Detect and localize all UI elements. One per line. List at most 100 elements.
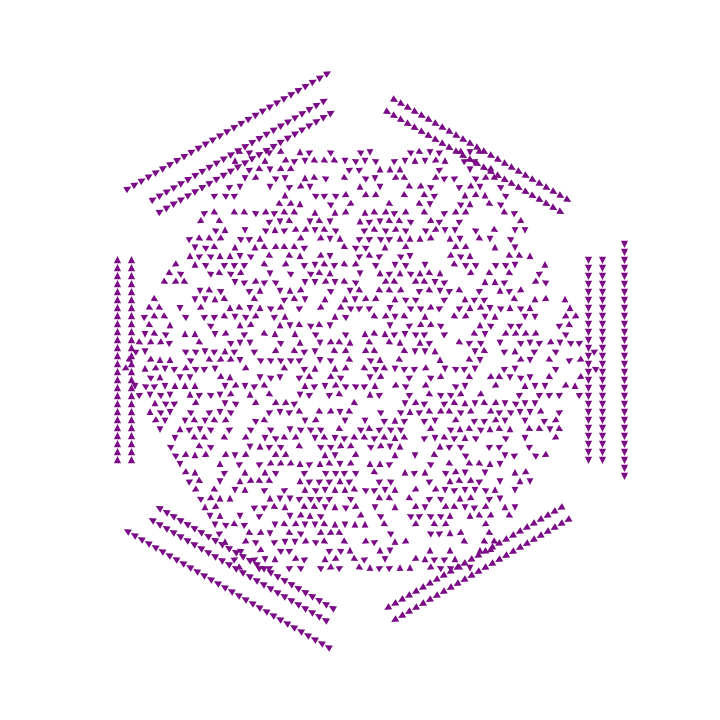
triangle-tile [161,365,169,373]
triangle-tile [411,277,420,284]
triangle-tile [326,322,334,330]
triangle-tile [521,329,530,336]
triangle-tile [211,502,220,510]
triangle-tile [221,400,229,407]
triangle-tile [256,358,265,365]
triangle-tile [255,165,264,172]
triangle-tile [360,228,369,235]
triangle-tile [137,178,146,186]
triangle-tile [127,272,136,280]
triangle-tile [231,401,240,408]
triangle-tile [556,339,564,347]
triangle-tile [260,381,269,388]
triangle-tile [360,384,369,391]
triangle-tile [412,603,420,610]
triangle-tile [370,329,379,336]
triangle-tile [275,199,284,206]
triangle-tile [545,355,554,362]
triangle-tile [406,408,414,415]
triangle-tile [346,496,355,503]
triangle-tile [261,468,269,476]
triangle-tile [381,228,390,235]
triangle-tile [361,537,370,544]
triangle-tile [551,349,560,356]
triangle-tile [320,520,329,527]
triangle-tile [273,573,282,581]
triangle-tile [526,478,534,485]
triangle-tile [515,323,524,330]
triangle-tile [155,209,164,217]
triangle-tile [526,339,534,347]
triangle-tile [305,392,314,400]
triangle-tile [221,347,229,355]
triangle-tile [465,424,474,432]
triangle-tile [361,488,370,495]
triangle-tile [305,123,314,130]
triangle-tile [506,374,514,381]
triangle-tile [598,448,607,456]
triangle-tile [486,323,495,330]
triangle-tile [546,338,555,345]
triangle-tile [231,549,240,557]
triangle-tile [461,295,469,303]
triangle-tile [187,149,196,157]
triangle-tile [316,444,325,451]
triangle-tile [320,537,329,544]
triangle-tile [221,382,229,390]
triangle-tile [461,486,469,494]
triangle-tile [467,571,476,578]
triangle-tile [176,517,185,525]
triangle-tile [256,528,265,536]
triangle-tile [246,443,254,451]
triangle-tile [161,332,170,339]
triangle-tile [251,540,260,547]
triangle-tile [326,444,335,451]
triangle-tile [485,444,494,451]
triangle-tile [250,349,259,356]
triangle-tile [211,228,220,235]
triangle-tile [260,260,269,267]
triangle-tile [331,279,339,286]
triangle-tile [325,459,334,466]
triangle-tile [301,589,310,597]
triangle-tile [241,382,249,390]
triangle-tile [306,218,314,226]
triangle-tile [201,417,209,425]
triangle-tile [241,314,250,322]
triangle-tile [240,208,249,215]
triangle-tile [294,602,303,609]
triangle-tile [286,426,294,433]
triangle-tile [435,306,444,313]
triangle-tile [256,304,264,312]
triangle-tile [436,323,445,330]
triangle-tile [435,150,444,157]
triangle-tile [421,364,430,371]
triangle-tile [287,91,296,99]
triangle-tile [251,112,260,120]
triangle-tile [166,391,174,399]
triangle-tile [300,262,309,270]
triangle-tile [598,264,607,272]
triangle-tile [439,571,448,578]
triangle-tile [113,256,122,264]
triangle-tile [311,364,319,372]
triangle-tile [456,147,465,154]
triangle-tile [481,173,490,180]
triangle-tile [371,191,380,198]
triangle-tile [201,348,209,356]
triangle-tile [113,352,122,360]
triangle-tile [361,330,369,338]
triangle-tile [360,364,369,371]
triangle-tile [456,254,465,261]
triangle-tile [371,382,379,389]
triangle-tile [113,280,122,288]
triangle-tile [385,199,394,206]
triangle-tile [620,280,629,288]
triangle-tile [226,494,234,502]
triangle-tile [270,210,279,218]
triangle-tile [191,485,200,492]
triangle-tile [291,225,300,232]
triangle-tile [227,152,236,159]
